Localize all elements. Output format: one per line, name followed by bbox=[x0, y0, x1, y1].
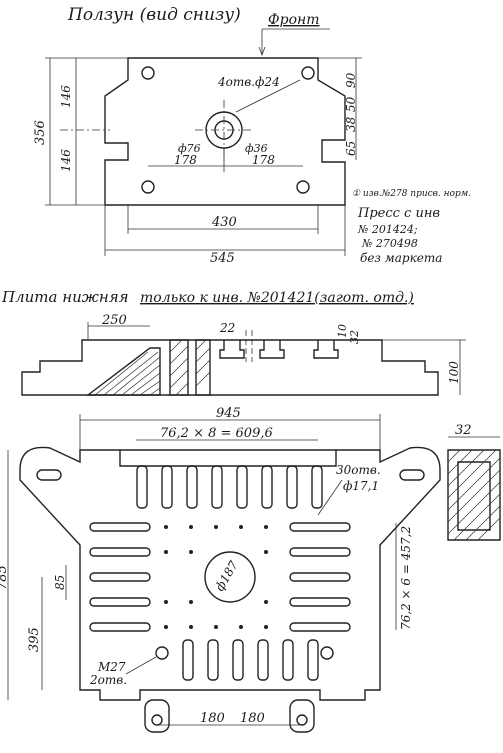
svg-text:2отв.: 2отв. bbox=[89, 673, 127, 687]
plate-side-outline bbox=[21, 339, 439, 396]
svg-text:85: 85 bbox=[53, 575, 67, 590]
plate-front-view: Плита нижняя только к инв. №201421(загот… bbox=[1, 288, 466, 396]
horizontal-slots bbox=[89, 522, 351, 632]
svg-text:178: 178 bbox=[174, 153, 197, 167]
plate-outline bbox=[19, 446, 441, 701]
svg-text:ф36: ф36 bbox=[245, 142, 268, 155]
center-hole-icon bbox=[204, 551, 256, 603]
plate-title-note: только к инв. №201421(загот. отд.) bbox=[140, 290, 414, 306]
svg-text:90: 90 bbox=[344, 72, 358, 88]
plate-plan-view: 945 76,2 × 8 = 609,6 bbox=[0, 406, 441, 733]
slider-bottom-view: Ползун (вид снизу) Фронт 4отв.ф24 ф76 ф3… bbox=[33, 5, 471, 266]
section-hatch bbox=[85, 347, 161, 396]
grid-holes bbox=[164, 525, 268, 629]
m27-hole-icon bbox=[155, 646, 169, 660]
svg-text:785: 785 bbox=[0, 565, 10, 590]
svg-text:32: 32 bbox=[348, 330, 361, 344]
svg-text:№ 270498: № 270498 bbox=[361, 237, 418, 250]
svg-text:Пресс с инв: Пресс с инв bbox=[357, 206, 440, 221]
svg-text:146: 146 bbox=[59, 85, 73, 108]
svg-text:545: 545 bbox=[210, 251, 235, 266]
side-section: 32 bbox=[447, 423, 501, 541]
svg-text:32: 32 bbox=[455, 423, 472, 438]
svg-text:356: 356 bbox=[33, 120, 48, 145]
foot bbox=[144, 699, 170, 733]
svg-text:180: 180 bbox=[240, 711, 265, 726]
hole-icon bbox=[141, 180, 155, 194]
m27-hole-icon bbox=[320, 646, 334, 660]
svg-text:30отв.: 30отв. bbox=[336, 463, 381, 477]
svg-text:945: 945 bbox=[216, 406, 241, 421]
hole-icon bbox=[301, 66, 315, 80]
svg-text:22: 22 bbox=[219, 321, 235, 335]
svg-text:ф187: ф187 bbox=[212, 558, 240, 593]
svg-text:178: 178 bbox=[252, 153, 275, 167]
svg-text:ф17,1: ф17,1 bbox=[343, 479, 379, 493]
svg-text:38: 38 bbox=[344, 116, 358, 132]
svg-text:76,2 × 8 = 609,6: 76,2 × 8 = 609,6 bbox=[160, 426, 273, 441]
svg-text:без маркета: без маркета bbox=[360, 251, 442, 265]
svg-text:ф76: ф76 bbox=[178, 142, 201, 155]
svg-text:180: 180 bbox=[200, 711, 225, 726]
svg-text:50: 50 bbox=[344, 96, 358, 112]
svg-text:100: 100 bbox=[447, 361, 461, 384]
svg-text:65: 65 bbox=[344, 141, 358, 156]
foot bbox=[289, 699, 315, 733]
svg-text:10: 10 bbox=[336, 324, 349, 338]
slider-title: Ползун (вид снизу) bbox=[67, 5, 241, 25]
svg-text:№ 201424;: № 201424; bbox=[357, 223, 418, 236]
bottom-slots bbox=[182, 639, 319, 681]
holes-note: 4отв.ф24 bbox=[217, 75, 280, 89]
hole-icon bbox=[141, 66, 155, 80]
svg-text:146: 146 bbox=[59, 149, 73, 172]
svg-text:76,2 × 6 = 457,2: 76,2 × 6 = 457,2 bbox=[399, 526, 413, 630]
top-slots bbox=[136, 465, 323, 509]
svg-text:430: 430 bbox=[211, 215, 237, 230]
svg-text:395: 395 bbox=[27, 627, 42, 652]
svg-text:250: 250 bbox=[101, 313, 127, 328]
plate-title: Плита нижняя bbox=[1, 288, 129, 306]
front-label: Фронт bbox=[268, 12, 320, 28]
svg-text:① изв.№278 присв. норм.: ① изв.№278 присв. норм. bbox=[352, 189, 471, 199]
hole-icon bbox=[296, 180, 310, 194]
svg-text:М27: М27 bbox=[97, 660, 126, 674]
